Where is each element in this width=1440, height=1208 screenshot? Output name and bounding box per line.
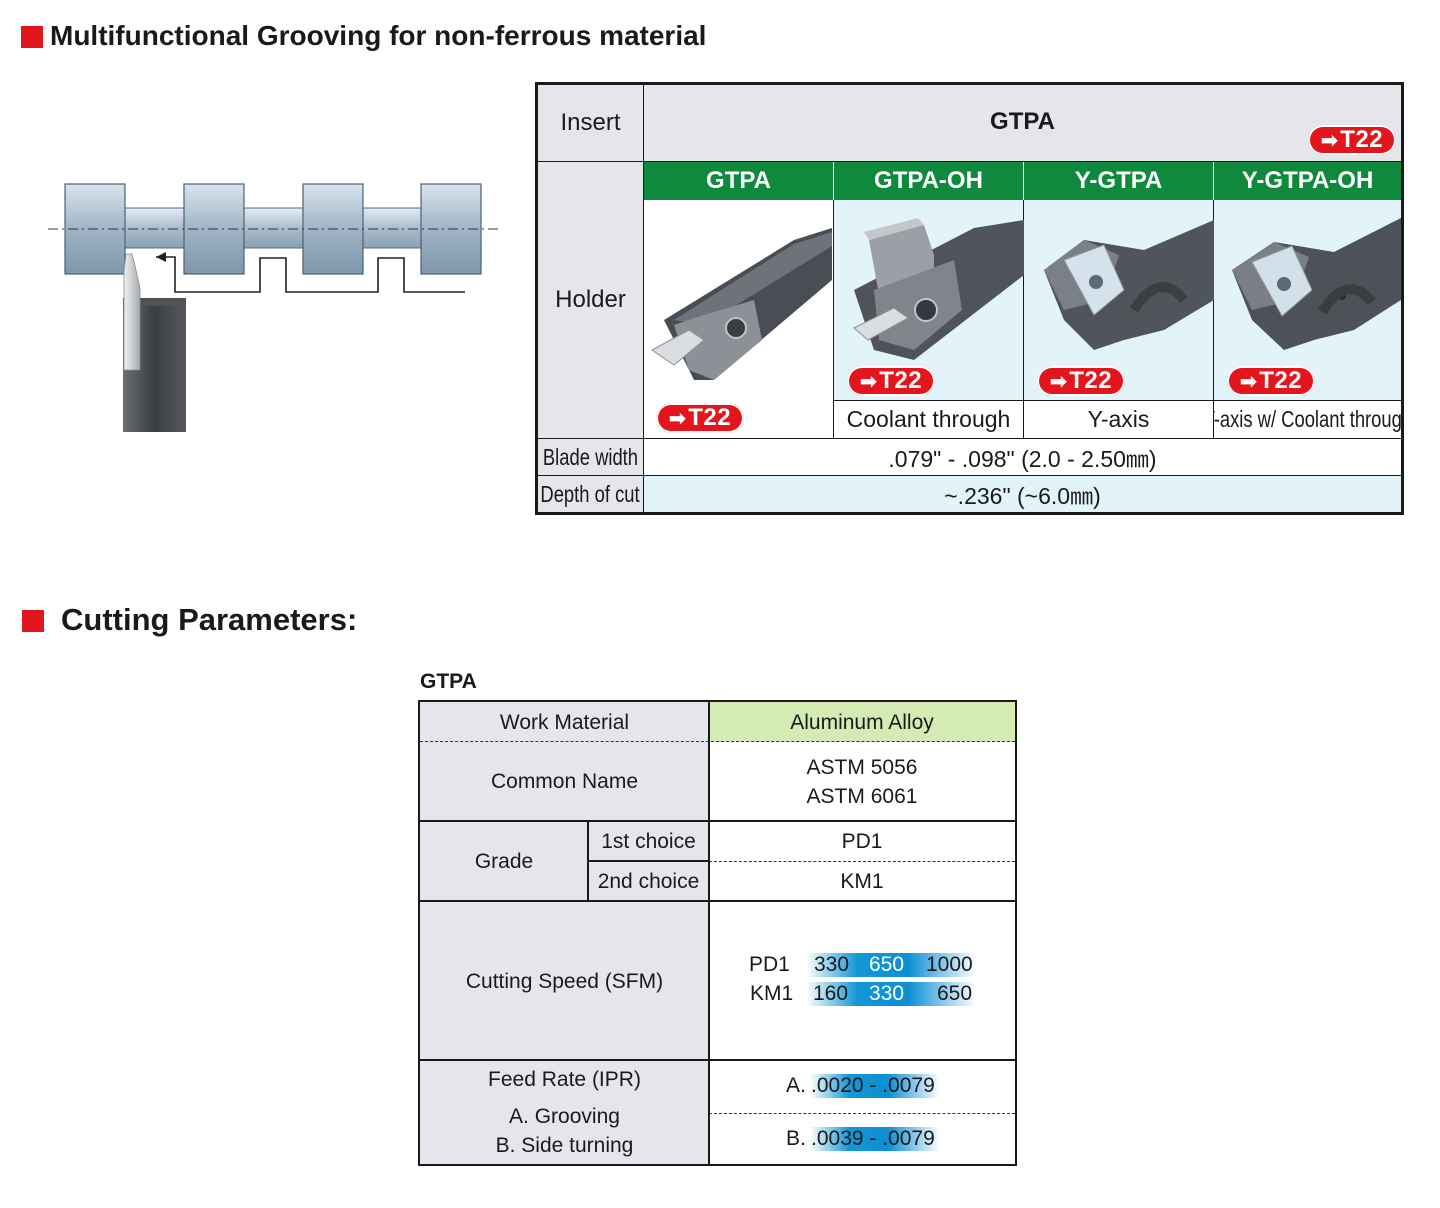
blade-width-label-cell: Blade width [538, 439, 644, 476]
grade-label-cell: Grade [420, 822, 588, 901]
work-material-value-cell: Aluminum Alloy [709, 702, 1015, 742]
speed-mid-pd1: 650 [869, 953, 905, 976]
speed-min-km1: 160 [813, 982, 849, 1005]
divider [420, 1059, 1015, 1061]
arrow-right-icon: ➡ [1049, 370, 1068, 393]
feed-label-cell: Feed Rate (IPR) A. Grooving B. Side turn… [420, 1061, 709, 1164]
arrow-right-icon: ➡ [668, 407, 687, 430]
holder-name-gtpa: GTPA [644, 162, 834, 200]
work-material-label-cell: Work Material [420, 702, 709, 742]
grade-2nd-value-cell: KM1 [840, 870, 884, 893]
holder-name-gtpa-oh: GTPA-OH [834, 162, 1024, 200]
divider [587, 822, 589, 902]
feed-bar-a [810, 1074, 940, 1098]
tool-blade [123, 253, 141, 371]
tool-path-line [156, 256, 465, 293]
y-gtpa-holder-image [1044, 220, 1214, 350]
insert-spec-table: Insert GTPA ➡T22 Holder GTPA GTPA-OH Y-G… [535, 82, 1404, 515]
divider [420, 900, 1015, 902]
holder-caption-y-gtpa: Y-axis [1024, 400, 1214, 439]
speed-mid-km1: 330 [869, 982, 905, 1005]
grooving-diagram [48, 183, 498, 432]
blade-width-value-cell: .079" - .098" (2.0 - 2.50㎜) [644, 439, 1401, 476]
blade-width-label: Blade width [542, 443, 639, 470]
arrow-right-icon: ➡ [859, 370, 878, 393]
divider [709, 1113, 1015, 1114]
arrow-right-icon: ➡ [1320, 129, 1339, 152]
feed-range-b: .0039 - .0079 [811, 1127, 935, 1150]
insert-label-cell: Insert [538, 85, 644, 162]
feed-prefix-a: A. [786, 1074, 806, 1097]
feed-bar-b [810, 1127, 940, 1151]
holder-name-y-gtpa: Y-GTPA [1024, 162, 1214, 200]
section-title-grooving: Multifunctional Grooving for non-ferrous… [50, 20, 707, 51]
depth-label-cell: Depth of cut [538, 476, 644, 512]
arrow-right-icon: ➡ [1239, 370, 1258, 393]
depth-label: Depth of cut [540, 480, 641, 507]
holder-name-y-gtpa-oh: Y-GTPA-OH [1214, 162, 1401, 200]
divider [420, 741, 1015, 742]
insert-value: GTPA [990, 108, 1055, 135]
holder-caption-y-gtpa-oh: Y-axis w/ Coolant through [1214, 400, 1401, 439]
feed-range-a: .0020 - .0079 [811, 1074, 935, 1097]
grade-1st-value-cell: PD1 [841, 830, 883, 853]
params-subtitle: GTPA [420, 670, 477, 693]
speed-max-km1: 650 [937, 982, 973, 1005]
divider [708, 702, 710, 1164]
y-gtpa-oh-holder-image [1232, 218, 1401, 350]
section-title-params: Cutting Parameters: [61, 602, 358, 637]
blade-width-value: .079" - .098" (2.0 - 2.50㎜) [888, 446, 1157, 472]
depth-value: ~.236" (~6.0㎜) [944, 483, 1101, 509]
section-marker-icon [22, 610, 44, 632]
holder-label-cell: Holder [538, 162, 644, 439]
speed-bar-pd1 [806, 953, 976, 977]
feed-prefix-b: B. [786, 1127, 806, 1150]
speed-value-cell [709, 902, 1015, 1060]
common-name-label-cell: Common Name [420, 742, 709, 821]
cutting-params-table: Work Material Aluminum Alloy Common Name… [418, 700, 1017, 1166]
speed-max-pd1: 1000 [926, 953, 973, 976]
speed-label-cell: Cutting Speed (SFM) [420, 902, 709, 1060]
grade-1st-label-cell: 1st choice [588, 822, 709, 861]
holder-caption-gtpa-oh: Coolant through [834, 400, 1024, 439]
gtpa-oh-holder-image [853, 218, 1024, 360]
depth-value-cell: ~.236" (~6.0㎜) [644, 476, 1401, 512]
section-marker-icon [21, 26, 43, 48]
common-name-value-cell: ASTM 5056 ASTM 6061 [806, 755, 918, 808]
grade-2nd-label-cell: 2nd choice [588, 862, 709, 901]
speed-grade-pd1: PD1 [749, 953, 790, 976]
divider [709, 861, 1015, 862]
speed-grade-km1: KM1 [750, 982, 794, 1005]
holder-ref-badge-gtpa-oh[interactable]: ➡T22 [847, 366, 935, 396]
speed-bar-km1 [806, 982, 976, 1006]
divider [420, 820, 1015, 822]
gtpa-holder-image [651, 228, 832, 380]
holder-label: Holder [555, 286, 626, 313]
insert-label: Insert [560, 109, 621, 136]
holder-ref-badge-y-gtpa[interactable]: ➡T22 [1037, 366, 1125, 396]
speed-min-pd1: 330 [814, 953, 850, 976]
divider [588, 860, 709, 862]
holder-ref-badge-gtpa[interactable]: ➡T22 [656, 403, 744, 433]
holder-ref-badge-y-gtpa-oh[interactable]: ➡T22 [1227, 366, 1315, 396]
insert-value-cell: GTPA [644, 85, 1401, 162]
insert-ref-badge[interactable]: ➡T22 [1308, 125, 1396, 155]
